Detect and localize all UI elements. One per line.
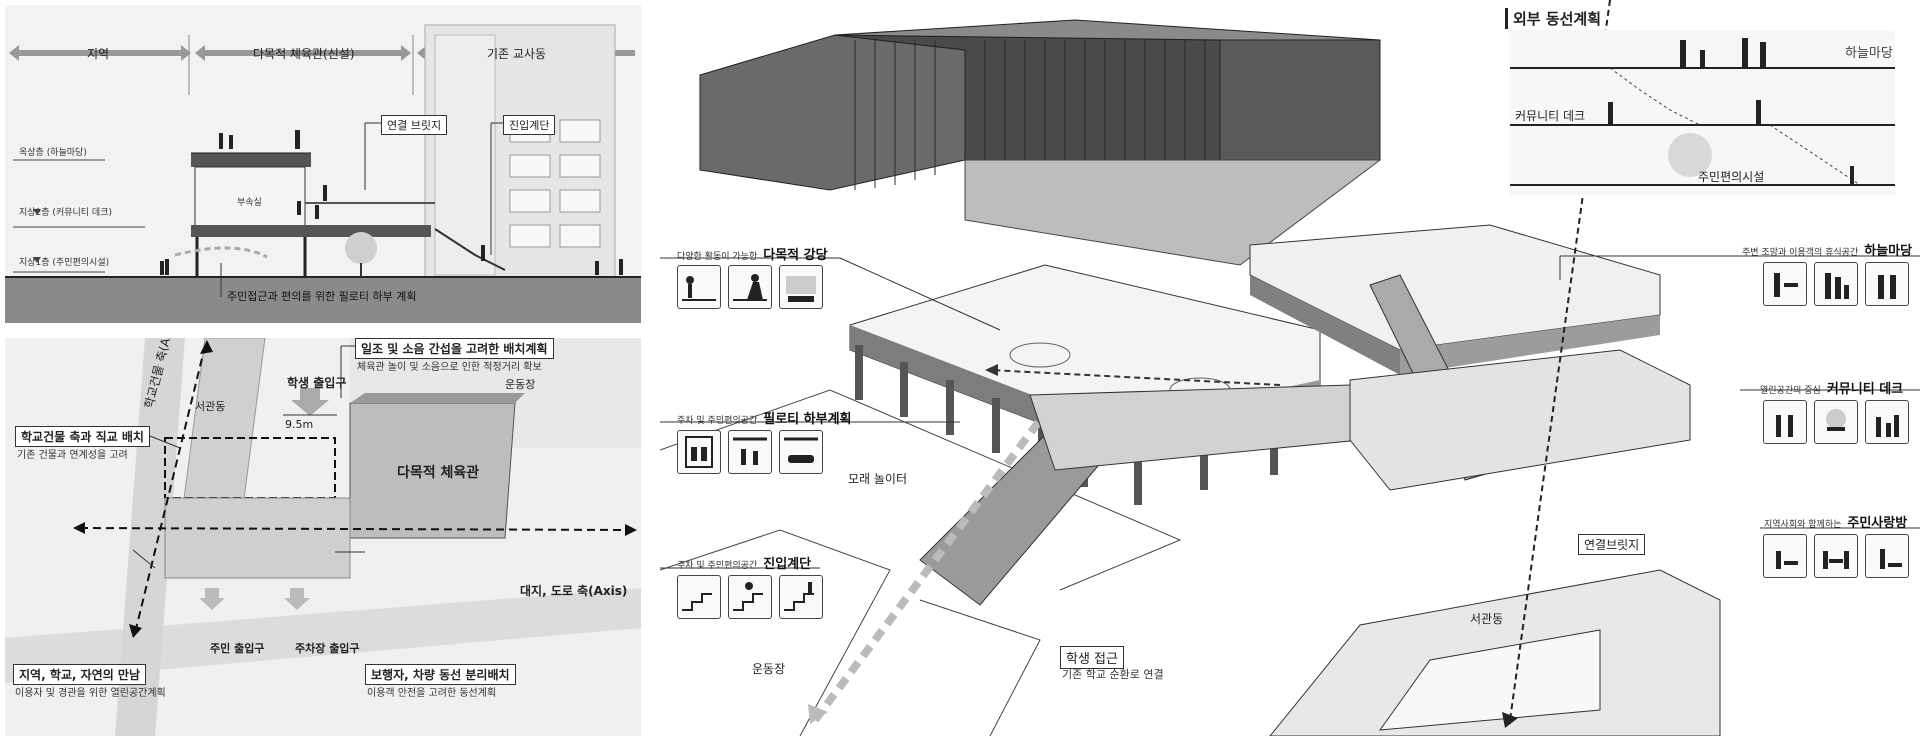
siteplan-field-label: 운동장 bbox=[505, 378, 536, 391]
ground bbox=[5, 277, 641, 323]
section-panel: 지역 다목적 체육관(신설) 기존 교사동 옥상층 (하늘마당) 지상2층 (커… bbox=[5, 5, 641, 323]
floor-label-2f: 지상2층 (커뮤니티 데크) bbox=[19, 208, 112, 218]
circulation-diagram bbox=[1510, 30, 1895, 195]
student-entrance-arrow bbox=[291, 388, 329, 416]
section-drawing bbox=[5, 24, 641, 323]
student-access-title: 학생 접근 bbox=[1060, 646, 1124, 669]
deck-tag: 열린공간의 중심 커뮤니티 데크 bbox=[1760, 378, 1903, 397]
family-icon bbox=[1814, 262, 1858, 306]
axon-drawing bbox=[660, 0, 1920, 736]
callout-sunlight-title: 일조 및 소음 간섭을 고려한 배치계획 bbox=[355, 338, 554, 359]
hall-title: 다목적 강당 bbox=[763, 248, 828, 263]
circulation-facility-label: 주민편의시설 bbox=[1698, 170, 1765, 184]
people-under-icon bbox=[728, 430, 772, 474]
callout-meeting-desc: 이용자 및 경관을 위한 열린공간계획 bbox=[15, 688, 166, 699]
callout-meeting-title: 지역, 학교, 자연의 만남 bbox=[13, 664, 147, 685]
group-icon bbox=[1865, 262, 1909, 306]
top-label-gym: 다목적 체육관(신설) bbox=[253, 47, 355, 61]
deck-sub: 열린공간의 중심 bbox=[1760, 386, 1821, 396]
meeting-icon bbox=[1763, 534, 1807, 578]
school-axis-line bbox=[134, 345, 206, 634]
annex-label: 부속실 bbox=[237, 198, 262, 208]
rest-icon bbox=[1763, 262, 1807, 306]
rooftop-title: 하늘마당 bbox=[1864, 244, 1913, 259]
stage-icon bbox=[779, 265, 823, 309]
siteplan-panel: 학교건물 축(Axis) 서관동 운동장 학생 출입구 다목적 체육관 9.5m… bbox=[5, 338, 641, 736]
entry-stairs-tag: 주차 및 주민편의공간 진입계단 bbox=[677, 553, 811, 572]
basketball-icon bbox=[677, 265, 721, 309]
entry-stairs-title: 진입계단 bbox=[763, 557, 812, 572]
deck-slab bbox=[191, 225, 431, 237]
callout-sunlight-desc: 체육관 놀이 및 소음으로 인한 적정거리 확보 bbox=[357, 362, 542, 373]
annex-room bbox=[194, 166, 306, 230]
stairs-label: 진입계단 bbox=[503, 115, 556, 135]
roof-slab bbox=[191, 153, 311, 167]
siteplan-west-building-label: 서관동 bbox=[195, 400, 226, 413]
parking-entrance-label: 주차장 출입구 bbox=[295, 642, 360, 655]
bridge-label: 연결 브릿지 bbox=[381, 115, 448, 135]
distance-label: 9.5m bbox=[285, 418, 314, 431]
circulation-title: 외부 동선계획 bbox=[1505, 8, 1601, 29]
car-icon bbox=[779, 430, 823, 474]
top-label-region: 지역 bbox=[87, 47, 110, 61]
yoga-icon bbox=[1865, 534, 1909, 578]
bridge bbox=[1029, 384, 1361, 471]
circulation-deck-label: 커뮤니티 데크 bbox=[1515, 109, 1586, 123]
callout-separation-title: 보행자, 차량 동선 분리배치 bbox=[365, 664, 516, 685]
siteplan-drawing bbox=[5, 338, 641, 736]
floor-label-rooftop: 옥상층 (하늘마당) bbox=[19, 148, 87, 158]
resident-entrance-label: 주민 출입구 bbox=[210, 642, 265, 655]
hall-tag: 다양한 활동이 가능한 다목적 강당 bbox=[677, 244, 828, 263]
circulation-rooftop-label: 하늘마당 bbox=[1845, 46, 1893, 61]
stair-icon-2 bbox=[728, 575, 772, 619]
rooftop-sub: 주변 조망과 이용객의 휴식공간 bbox=[1742, 248, 1859, 258]
callout-axis-title: 학교건물 축과 직교 배치 bbox=[15, 426, 150, 447]
callout-separation-desc: 이용객 안전을 고려한 동선계획 bbox=[367, 688, 497, 699]
axon-west-building-label: 서관동 bbox=[1470, 612, 1504, 626]
piloti-sub: 주차 및 주민편의공간 bbox=[677, 416, 758, 426]
talk-icon bbox=[1763, 400, 1807, 444]
axonometric-panel: 다양한 활동이 가능한 다목적 강당 주차 및 주민편의공간 필로티 하부계획 주차… bbox=[660, 0, 1920, 736]
hall-sub: 다양한 활동이 가능한 bbox=[677, 252, 758, 262]
exercise-icon bbox=[728, 265, 772, 309]
community-room-title: 주민사랑방 bbox=[1847, 516, 1908, 531]
elevator-icon bbox=[677, 430, 721, 474]
table-icon bbox=[1814, 534, 1858, 578]
floor-label-1f: 지상1층 (주민편의시설) bbox=[19, 258, 110, 268]
section-caption: 주민접근과 편의를 위한 필로티 하부 계획 bbox=[227, 290, 417, 303]
deck-title: 커뮤니티 데크 bbox=[1826, 382, 1904, 397]
top-label-school: 기존 교사동 bbox=[487, 47, 547, 61]
rooftop-tag: 주변 조망과 이용객의 휴식공간 하늘마당 bbox=[1742, 240, 1912, 259]
axon-bridge-label: 연결브릿지 bbox=[1578, 534, 1646, 555]
piloti-title: 필로티 하부계획 bbox=[763, 412, 852, 427]
gym-label: 다목적 체육관 bbox=[397, 465, 480, 481]
stair-icon-1 bbox=[677, 575, 721, 619]
sandbox-label: 모래 놀이터 bbox=[848, 472, 908, 486]
piloti-tag: 주차 및 주민편의공간 필로티 하부계획 bbox=[677, 408, 852, 427]
callout-axis-desc: 기존 건물과 연계성을 고려 bbox=[17, 450, 128, 461]
road-axis-line bbox=[79, 527, 631, 531]
picnic-icon bbox=[1814, 400, 1858, 444]
student-access-path bbox=[811, 417, 1044, 723]
student-entrance-label: 학생 출입구 bbox=[287, 376, 347, 390]
entry-stairs-sub: 주차 및 주민편의공간 bbox=[677, 561, 758, 571]
play-icon bbox=[1865, 400, 1909, 444]
community-deck bbox=[1349, 349, 1691, 491]
stair-icon-3 bbox=[779, 575, 823, 619]
student-access-desc: 기존 학교 순환로 연결 bbox=[1062, 668, 1164, 681]
community-room-sub: 지역사회와 함께하는 bbox=[1764, 520, 1842, 530]
community-room-tag: 지역사회와 함께하는 주민사랑방 bbox=[1764, 512, 1907, 531]
axon-field-label: 운동장 bbox=[752, 662, 786, 676]
road-axis-label: 대지, 도로 축(Axis) bbox=[520, 584, 628, 598]
gym-mass-left bbox=[699, 34, 966, 191]
